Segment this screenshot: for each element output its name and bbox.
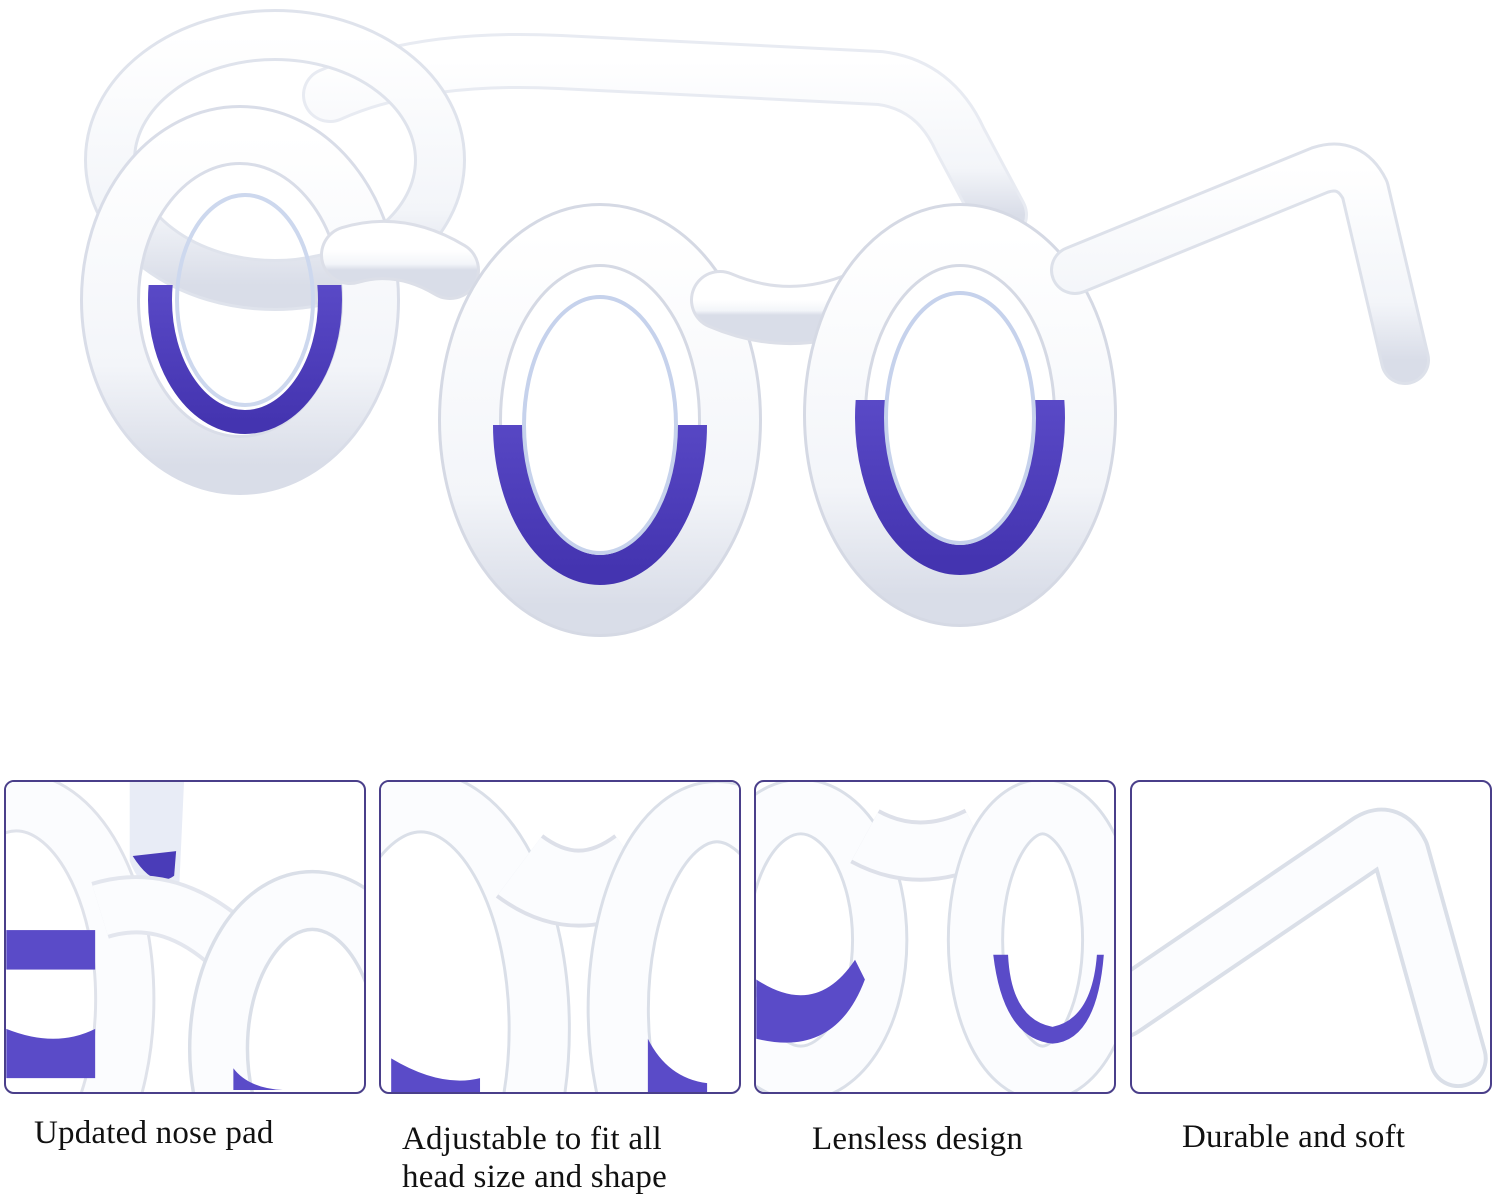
caption-adjustable-line2: head size and shape [402, 1159, 667, 1195]
caption-adjustable-line1: Adjustable to fit all [402, 1121, 662, 1157]
bridge-closeup-image [381, 782, 739, 1092]
nose-pad-closeup-image [6, 782, 364, 1092]
temple-arm-closeup-image [1132, 807, 1488, 1089]
lensless-closeup-image [756, 782, 1114, 1092]
feature-panel-nose-pad [4, 780, 366, 1094]
caption-nose-pad: Updated nose pad [34, 1115, 274, 1151]
glasses-illustration [80, 9, 1430, 637]
caption-lensless: Lensless design [812, 1121, 1024, 1157]
feature-panel-lensless [754, 780, 1116, 1094]
hero-product-image [80, 9, 1430, 637]
feature-panel-adjustable [379, 780, 741, 1094]
caption-durable: Durable and soft [1182, 1119, 1406, 1155]
caption-adjustable: Adjustable to fit all head size and shap… [402, 1120, 667, 1196]
feature-panel-durable [1130, 780, 1492, 1094]
